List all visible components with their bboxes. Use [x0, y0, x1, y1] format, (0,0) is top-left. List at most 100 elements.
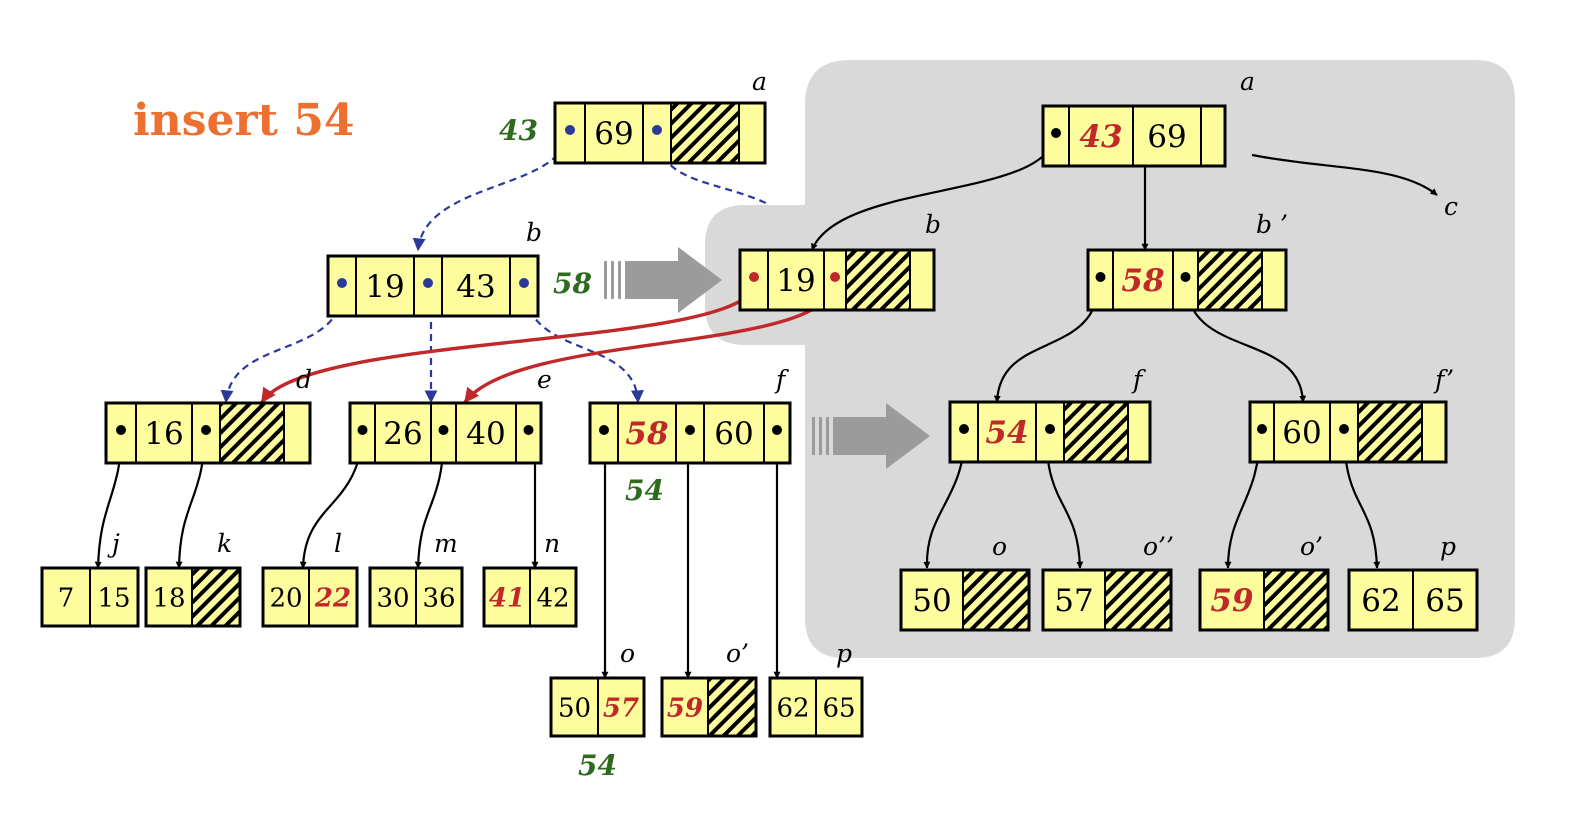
node-frame [104, 401, 312, 465]
node-b-prime: 58 [1086, 248, 1288, 312]
key-60: 60 [1282, 415, 1321, 451]
pointer-dot [1339, 424, 1349, 434]
empty-slot [1263, 569, 1329, 631]
node-j: 7 15 [40, 566, 140, 628]
node-frame [553, 101, 767, 165]
transform-arrow-upper [604, 247, 722, 313]
node-label-f-prime: f’ [1433, 365, 1454, 394]
key-19: 19 [776, 263, 815, 299]
pointer-dot [685, 425, 695, 435]
key-41: 41 [489, 583, 525, 613]
node-p-right: 62 65 [1347, 568, 1479, 632]
node-frame [738, 248, 936, 312]
node-f-prime: 60 [1248, 400, 1448, 464]
promoted-key-to-o: 54 [578, 749, 617, 782]
node-a-left: 69 [553, 101, 767, 165]
key-62: 62 [1361, 583, 1400, 619]
key-59: 59 [667, 693, 703, 723]
pointer-dot [599, 425, 609, 435]
empty-slot [1357, 401, 1423, 463]
pointer-slot [1421, 401, 1447, 463]
key-22: 22 [314, 583, 351, 613]
key-slot [1042, 569, 1106, 631]
node-label-n: n [544, 529, 560, 558]
pointer-dot [830, 272, 840, 282]
key-65: 65 [1425, 583, 1464, 619]
pointer-dot [423, 278, 433, 288]
transform-arrow-lower [812, 403, 930, 469]
node-label-f-right: f [1131, 365, 1146, 394]
pointer-dot [1257, 424, 1267, 434]
node-frame [144, 566, 242, 628]
node-o1-left: 59 [660, 676, 758, 738]
key-42: 42 [536, 583, 569, 613]
key-20: 20 [269, 583, 302, 613]
node-n: 41 42 [482, 566, 578, 628]
node-f-right: 54 [948, 400, 1152, 464]
node-frame [660, 676, 758, 738]
pointer-dot [652, 125, 662, 135]
pointer-dot [519, 278, 529, 288]
node-label-a-left: a [752, 67, 767, 96]
key-slot [617, 402, 677, 464]
empty-slot [1197, 249, 1263, 311]
node-label-o-right: o [992, 532, 1007, 561]
node-frame [261, 566, 359, 628]
key-slot [1199, 569, 1265, 631]
key-43: 43 [456, 269, 495, 305]
key-36: 36 [422, 583, 455, 613]
node-o-double-prime: 57 [1041, 568, 1173, 632]
key-58: 58 [1121, 263, 1164, 299]
promoted-key-to-a: 43 [499, 114, 538, 147]
key-50: 50 [912, 583, 951, 619]
node-label-a-right: a [1240, 67, 1255, 96]
key-65: 65 [822, 693, 855, 723]
node-m: 30 36 [368, 566, 464, 628]
pointer-dot [438, 425, 449, 435]
node-label-l: l [334, 529, 342, 558]
node-label-m: m [434, 529, 458, 558]
pointer-dot [772, 425, 782, 435]
key-slot [900, 569, 964, 631]
pointer-slot [1200, 105, 1226, 167]
empty-slot [845, 249, 911, 311]
key-69: 69 [594, 116, 633, 152]
pointer-dot [565, 125, 575, 135]
node-frame [1347, 568, 1479, 632]
empty-slot [707, 677, 757, 737]
pointer-slot [1261, 249, 1287, 311]
key-58: 58 [625, 416, 668, 452]
empty-slot [1063, 401, 1129, 463]
node-frame [768, 676, 864, 738]
node-label-o-prime-right: o’ [1300, 532, 1323, 561]
pointer-dot [337, 278, 347, 288]
pointer-dot [357, 425, 368, 435]
node-frame [1086, 248, 1288, 312]
key-30: 30 [376, 583, 409, 613]
key-15: 15 [97, 583, 130, 613]
empty-slot [1104, 569, 1172, 631]
pointer-slot [738, 102, 766, 164]
result-panel [705, 60, 1515, 658]
pointer-dot [1051, 128, 1061, 138]
key-57: 57 [1054, 583, 1093, 619]
empty-slot [191, 567, 241, 627]
node-frame [1041, 104, 1227, 168]
node-label-b-left: b [526, 218, 542, 247]
key-7: 7 [58, 583, 75, 613]
node-d: 16 [104, 401, 312, 465]
key-slot [1068, 105, 1134, 167]
key-slot [550, 677, 599, 737]
pointer-dot [1180, 272, 1191, 282]
promoted-key-to-f: 54 [625, 474, 664, 507]
key-slot [1348, 569, 1414, 631]
node-label-p-left: p [836, 639, 852, 668]
node-frame [482, 566, 578, 628]
node-label-p-right: p [1440, 532, 1456, 561]
node-label-o-double-prime: o’’ [1143, 532, 1174, 561]
key-40: 40 [466, 416, 505, 452]
